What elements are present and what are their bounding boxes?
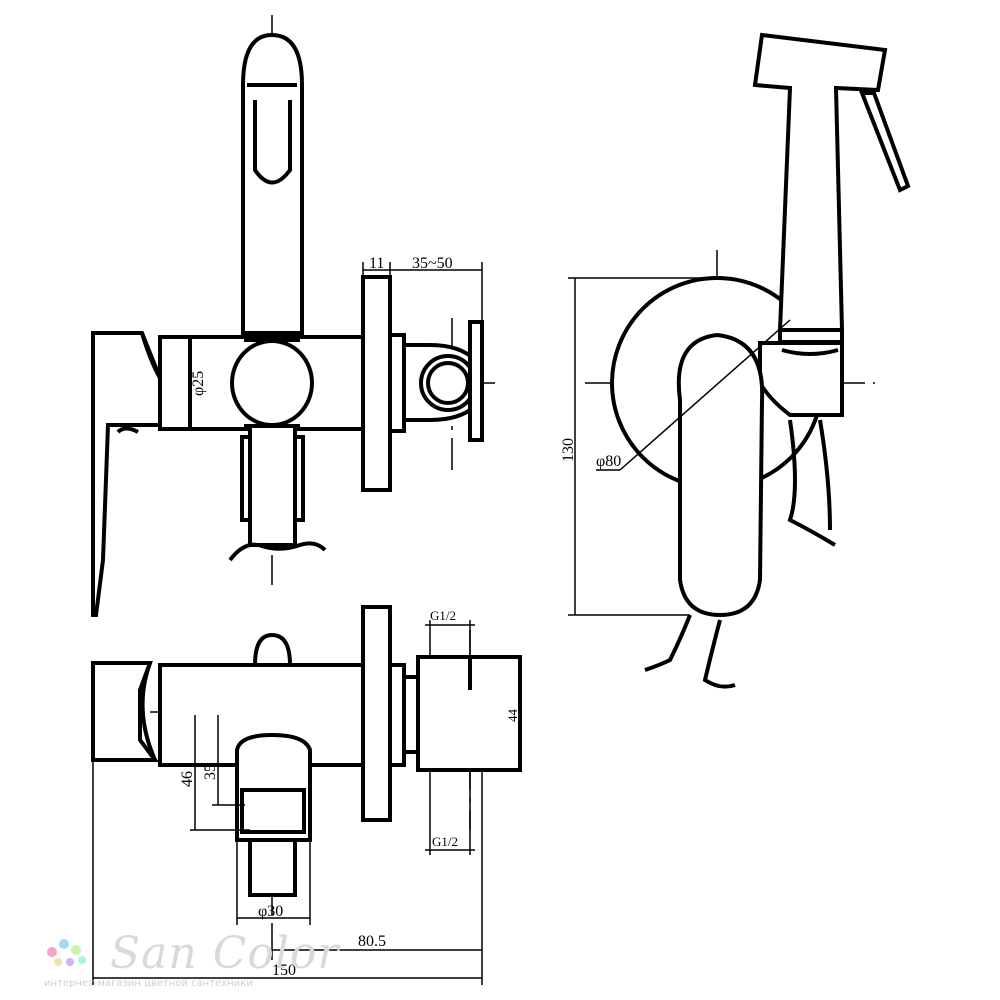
top-view: G1/2 G1/2 44 46 35 φ30 80.5 150 <box>91 605 522 985</box>
dim-handle-width: 11 <box>369 255 384 272</box>
dim-46: 46 <box>179 771 196 787</box>
dim-rosette-diameter: φ80 <box>596 453 621 470</box>
watermark-tagline: интернет-магазин цветной сантехники <box>44 978 253 989</box>
dim-wall-depth: 35~50 <box>412 255 453 272</box>
top-wall-rosette-edge <box>361 605 392 822</box>
hose-connector <box>248 424 297 547</box>
dim-body-diameter: φ25 <box>190 371 207 396</box>
dim-thread-top: G1/2 <box>430 608 456 623</box>
side-view: φ80 130 <box>560 32 911 689</box>
dim-150: 150 <box>272 962 296 979</box>
ball-joint <box>230 339 314 427</box>
front-view: 11 35~50 φ25 <box>91 15 495 617</box>
watermark-brand: San Color <box>110 928 340 979</box>
dim-thread-bottom: G1/2 <box>432 834 458 849</box>
top-diverter-knob <box>252 632 293 667</box>
watermark: San Color интернет-магазин цветной санте… <box>40 928 338 992</box>
wall-rosette-edge <box>361 275 392 492</box>
lever-handle-front <box>676 332 765 618</box>
dim-block-height: 44 <box>505 709 520 723</box>
watermark-dots-icon <box>47 939 86 966</box>
dim-overall-height: 130 <box>560 438 577 462</box>
dim-35: 35 <box>202 764 219 780</box>
dim-outlet-diameter: φ30 <box>258 903 283 920</box>
lever-handle-side <box>91 331 162 617</box>
hand-shower <box>752 32 888 332</box>
dim-80-5: 80.5 <box>358 933 386 950</box>
